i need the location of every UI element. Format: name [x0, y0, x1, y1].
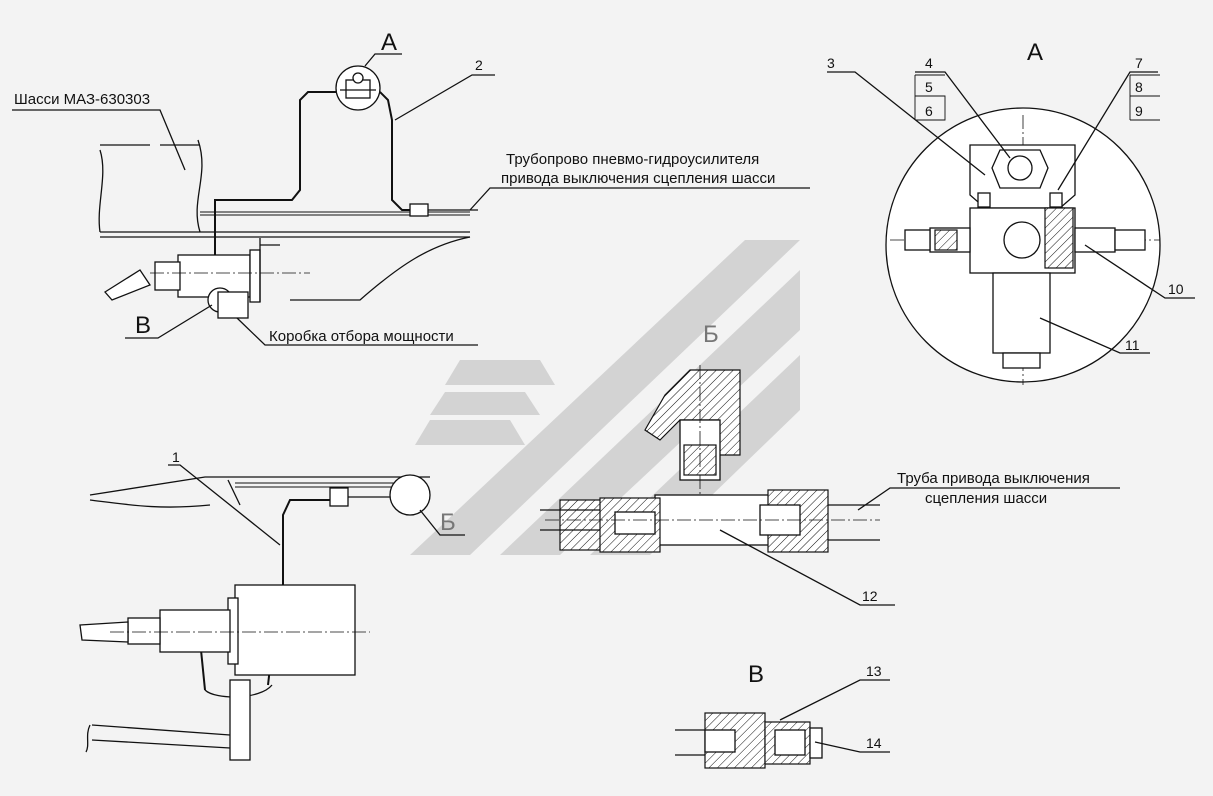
leader-11	[1039, 317, 1150, 354]
pos-6: 6	[925, 103, 933, 119]
pos-2: 2	[475, 57, 483, 73]
label-tube-line2: сцепления шасси	[925, 490, 1047, 507]
detail-view-b	[540, 365, 880, 553]
view-letter-v-callout: В	[135, 312, 151, 339]
pos-5: 5	[925, 79, 933, 95]
pos-12: 12	[862, 588, 878, 604]
label-pto: Коробка отбора мощности	[269, 328, 454, 345]
leader-13	[779, 679, 890, 721]
view-letter-a-callout: А	[381, 29, 397, 56]
pos-3: 3	[827, 55, 835, 71]
view-letter-b-callout: Б	[440, 509, 456, 536]
view-letter-b-title: Б	[703, 321, 719, 348]
pos-11: 11	[1125, 337, 1140, 353]
chassis-top-view	[98, 65, 478, 319]
box-7-8-9	[1129, 74, 1160, 121]
leader-pipeline	[469, 187, 810, 211]
label-pipeline-line2: привода выключения сцепления шасси	[501, 170, 775, 187]
box-4-5-6	[914, 74, 946, 121]
label-pipeline-line1: Трубопрово пневмо-гидроусилителя	[506, 151, 759, 168]
view-letter-v-title: В	[748, 661, 764, 688]
pos-10: 10	[1168, 281, 1184, 297]
detail-view-a	[885, 107, 1161, 385]
leader-2	[394, 74, 495, 121]
pos-13: 13	[866, 663, 882, 679]
pos-14: 14	[866, 735, 882, 751]
view-letter-a-title: А	[1027, 39, 1043, 66]
leader-tube	[857, 487, 1120, 511]
label-chassis: Шасси МАЗ-630303	[14, 91, 150, 108]
label-tube-line1: Труба привода выключения	[897, 470, 1090, 487]
leader-v-callout	[125, 304, 213, 339]
detail-view-v	[675, 712, 823, 769]
pos-7: 7	[1135, 55, 1143, 71]
leader-7	[1057, 71, 1158, 191]
leader-12	[719, 529, 895, 606]
leader-14	[814, 741, 890, 753]
leader-3	[827, 71, 986, 176]
pos-1: 1	[172, 449, 180, 465]
chassis-side-view	[79, 474, 431, 761]
leader-b-callout	[419, 509, 465, 536]
leader-1	[168, 464, 281, 546]
pos-8: 8	[1135, 79, 1143, 95]
leader-pto	[236, 317, 478, 346]
pos-9: 9	[1135, 103, 1143, 119]
leader-4	[915, 71, 1011, 159]
pos-4: 4	[925, 55, 933, 71]
leader-a-callout	[364, 53, 402, 67]
leader-chassis	[12, 109, 186, 171]
leader-10	[1084, 244, 1195, 299]
